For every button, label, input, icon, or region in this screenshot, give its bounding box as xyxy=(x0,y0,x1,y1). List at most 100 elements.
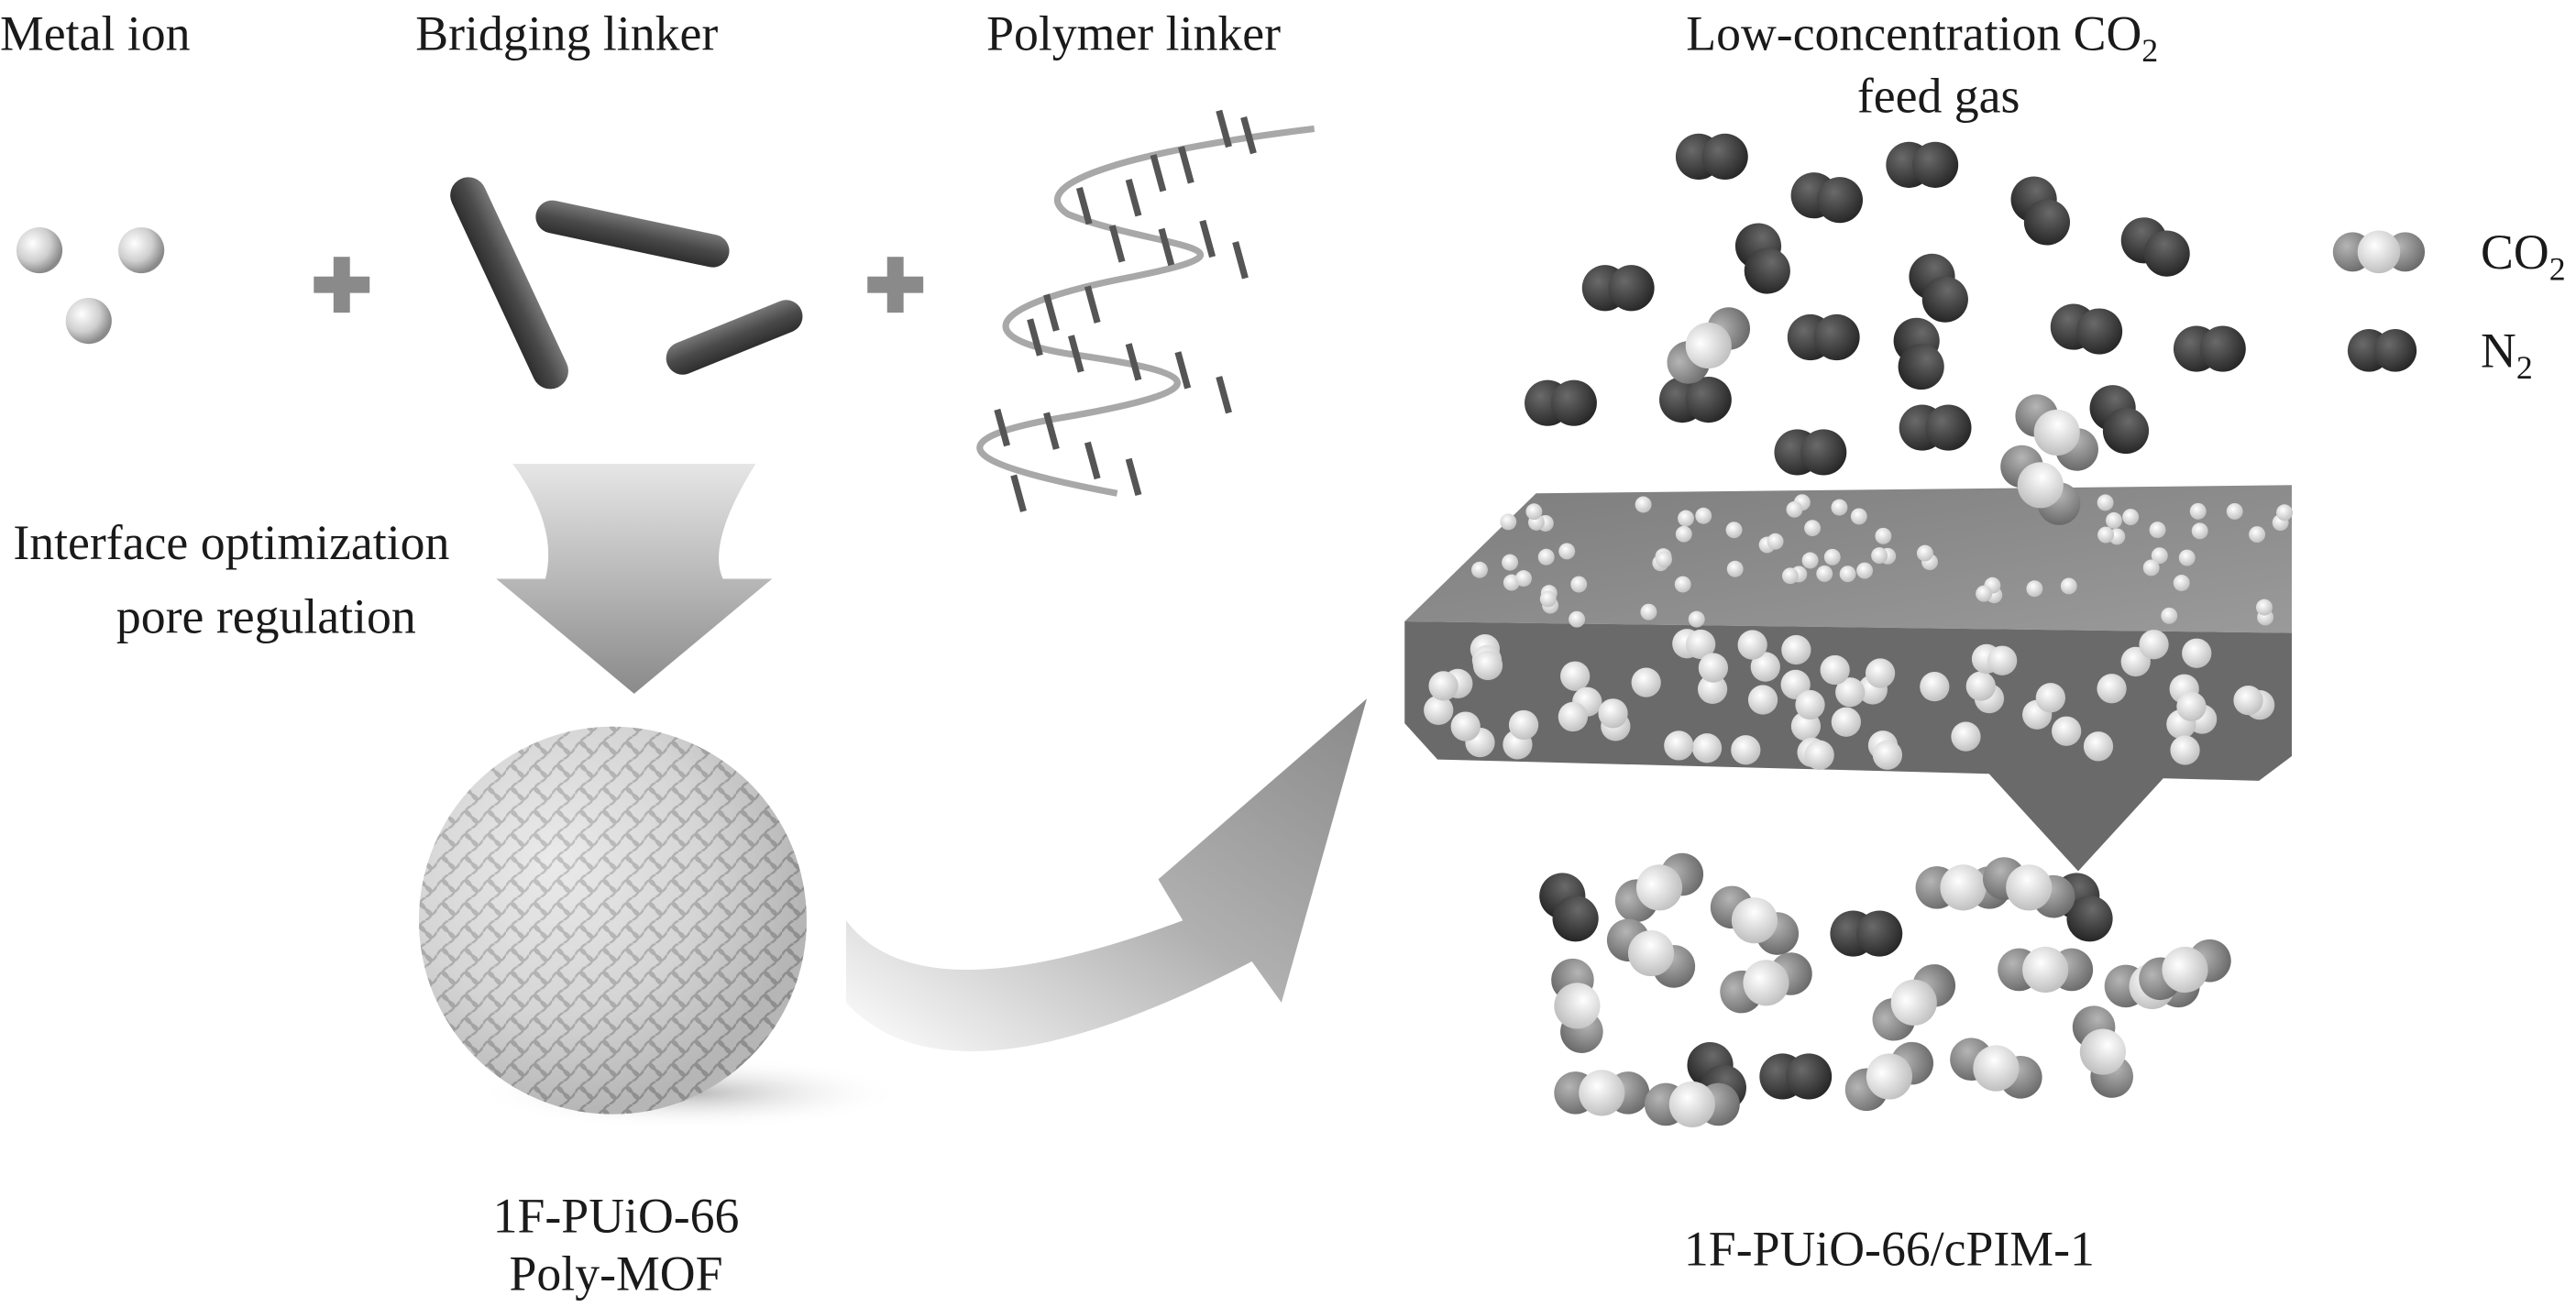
membrane-particle xyxy=(1635,496,1652,513)
polymer-side-group-icon xyxy=(1158,227,1175,267)
membrane-particle xyxy=(1725,522,1743,539)
co2-molecule-icon xyxy=(2072,1005,2133,1098)
co2-molecule-icon xyxy=(1606,918,1696,988)
membrane-particle xyxy=(1831,707,1861,737)
n2-molecule-icon xyxy=(1759,1053,1833,1100)
membrane-particle xyxy=(1875,527,1892,544)
curved-arrow-icon xyxy=(845,698,1368,1052)
membrane-particle xyxy=(1471,561,1488,578)
membrane-particle xyxy=(1823,548,1841,566)
label-polymer-linker: Polymer linker xyxy=(986,5,1281,60)
membrane-particle xyxy=(1560,661,1591,691)
membrane-particle xyxy=(2176,691,2207,721)
plus-icon xyxy=(867,257,924,313)
membrane-particle xyxy=(1697,674,1728,705)
n2-molecule-icon xyxy=(2120,217,2190,277)
polymer-side-group-icon xyxy=(1199,219,1216,258)
co2-molecule-icon xyxy=(1551,958,1603,1053)
membrane-particle xyxy=(1750,652,1780,682)
co2-molecule-icon xyxy=(1844,1041,1934,1112)
n2-molecule-icon xyxy=(1787,313,1860,361)
membrane-particle xyxy=(2139,630,2169,660)
polymer-side-group-icon xyxy=(1232,241,1249,280)
membrane-particle xyxy=(1502,554,1519,571)
membrane-particle xyxy=(1698,653,1729,683)
membrane-particle xyxy=(2149,522,2166,539)
polymer-side-group-icon xyxy=(1216,376,1232,414)
membrane-particle xyxy=(1424,695,1454,726)
co2-molecule-icon xyxy=(2000,445,2081,525)
membrane-particle xyxy=(1820,654,1850,686)
membrane-particle xyxy=(1631,667,1661,697)
n2-molecule-icon xyxy=(1525,379,1597,426)
membrane-particle xyxy=(1920,672,1950,702)
co2-molecule-icon xyxy=(1667,307,1751,384)
label-feed-gas-line1: Low-concentration CO2 xyxy=(1686,5,2158,69)
membrane-particle xyxy=(1640,603,1657,621)
membrane-particle xyxy=(2035,683,2065,713)
membrane-particle xyxy=(1801,552,1819,569)
membrane-particle xyxy=(2191,522,2208,540)
membrane-particle xyxy=(2106,511,2122,529)
polymer-side-group-icon xyxy=(1216,109,1232,148)
membrane-particle xyxy=(1688,610,1705,628)
polymer-side-group-icon xyxy=(1125,343,1142,381)
polymer-side-group-icon xyxy=(1043,293,1060,332)
membrane-particle xyxy=(1508,709,1539,741)
n2-molecule-icon xyxy=(1899,404,1972,451)
membrane-particle xyxy=(2178,549,2196,566)
membrane-particle xyxy=(1786,500,1803,518)
membrane-particle xyxy=(2122,509,2140,526)
legend: CO2 N2 xyxy=(2332,225,2566,386)
membrane-particle xyxy=(2060,577,2077,595)
co2-molecule-icon xyxy=(2015,394,2098,471)
membrane-particle xyxy=(2249,526,2266,544)
n2-molecule-icon xyxy=(1893,317,1944,390)
polymer-side-group-icon xyxy=(1240,115,1257,155)
co2-molecule-icon xyxy=(2139,939,2231,1001)
membrane-particle xyxy=(2052,716,2082,746)
poly-mof-sphere-icon xyxy=(418,726,807,1115)
n2-molecule-icon xyxy=(2089,385,2150,455)
n2-molecule-icon xyxy=(1886,141,1959,188)
membrane-particle xyxy=(1737,630,1767,660)
membrane-particle xyxy=(1558,543,1576,560)
co2-molecule-icon xyxy=(1998,946,2094,994)
membrane-particle xyxy=(2276,504,2293,522)
membrane-particle xyxy=(1515,570,1532,588)
label-polymof-line1: 1F-PUiO-66 xyxy=(493,1189,740,1244)
membrane-particle xyxy=(1450,711,1481,741)
membrane-particle xyxy=(1781,634,1811,665)
co2-molecule-icon xyxy=(1614,852,1704,923)
membrane-particle xyxy=(1695,507,1712,524)
membrane-particle xyxy=(1675,525,1692,543)
polymer-side-group-icon xyxy=(1150,154,1167,192)
membrane-particle xyxy=(2233,685,2263,716)
co2-molecule-icon xyxy=(1720,952,1812,1014)
metal-ions-icon xyxy=(16,226,165,345)
membrane-particle xyxy=(1569,610,1586,628)
co2-molecule-icon xyxy=(1554,1070,1650,1116)
co2-molecule-icon xyxy=(1982,857,2075,918)
membrane-particle xyxy=(2097,674,2127,704)
label-membrane: 1F-PUiO-66/cPIM-1 xyxy=(1684,1222,2095,1277)
membrane-particle xyxy=(1472,650,1503,681)
polymer-side-group-icon xyxy=(1174,351,1192,390)
co2-molecule-icon xyxy=(1710,885,1800,955)
plus-icon xyxy=(314,257,370,313)
polymer-linker-helix-icon xyxy=(976,109,1316,512)
membrane-particle xyxy=(1804,520,1822,537)
membrane-particle xyxy=(1835,677,1866,708)
polymer-side-group-icon xyxy=(1067,335,1084,373)
n2-molecule-icon xyxy=(2010,176,2071,246)
n2-molecule-icon xyxy=(1774,429,1847,476)
polymer-side-group-icon xyxy=(1125,457,1142,497)
membrane-particle xyxy=(1987,645,2018,675)
membrane-particle xyxy=(1537,548,1555,566)
polymer-side-group-icon xyxy=(1027,318,1043,357)
membrane-particle xyxy=(1850,508,1867,525)
legend-label-n2: N2 xyxy=(2481,323,2533,386)
polymer-side-group-icon xyxy=(1010,474,1027,512)
membrane-particle xyxy=(1872,740,1903,770)
